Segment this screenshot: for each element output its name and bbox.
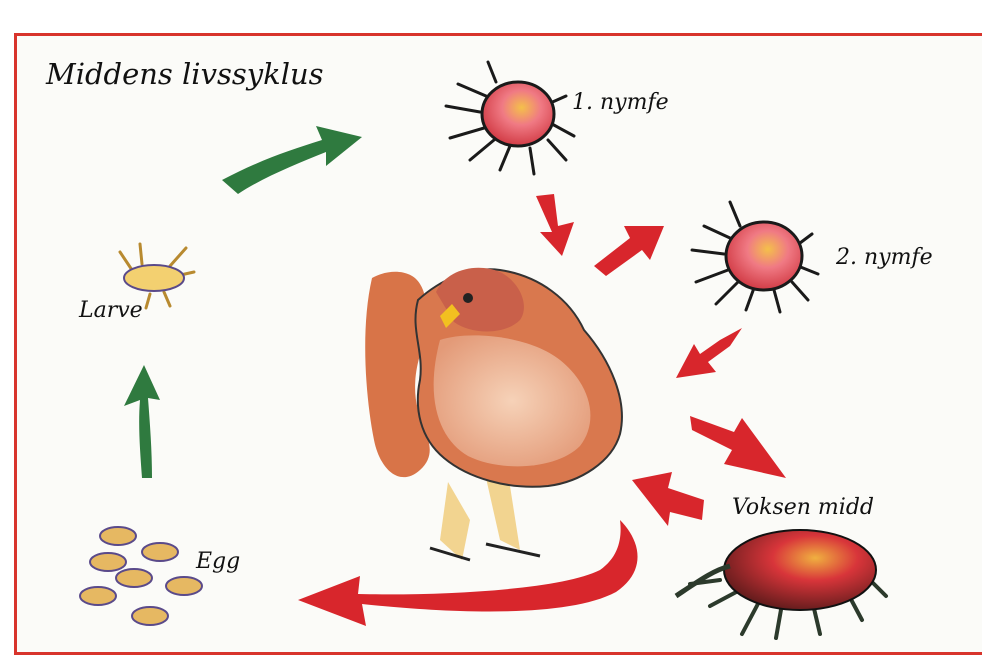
green-arrow-egg-to-larva [124, 365, 160, 478]
eggs-cluster-illustration [80, 527, 202, 625]
nymph2-mite-illustration [692, 202, 818, 312]
label-larva: Larve [79, 298, 143, 323]
adult-mite-illustration [676, 530, 886, 638]
red-arrow-host-to-adult [690, 416, 786, 478]
red-arrow-adult-to-egg [298, 520, 638, 626]
diagram-title: Middens livssyklus [46, 57, 324, 91]
red-arrow-nymph1-to-host [536, 194, 574, 256]
red-arrow-adult-to-host [632, 472, 704, 526]
hen-host-illustration [365, 268, 622, 560]
green-arrow-larva-to-nymph1 [222, 126, 362, 194]
label-nymph2: 2. nymfe [836, 245, 933, 270]
label-nymph1: 1. nymfe [572, 90, 669, 115]
nymph1-mite-illustration [446, 62, 574, 174]
red-arrow-host-to-nymph2 [594, 226, 664, 276]
label-egg: Egg [196, 549, 240, 574]
label-adult: Voksen midd [732, 495, 874, 520]
red-arrow-nymph2-to-host [676, 328, 742, 378]
